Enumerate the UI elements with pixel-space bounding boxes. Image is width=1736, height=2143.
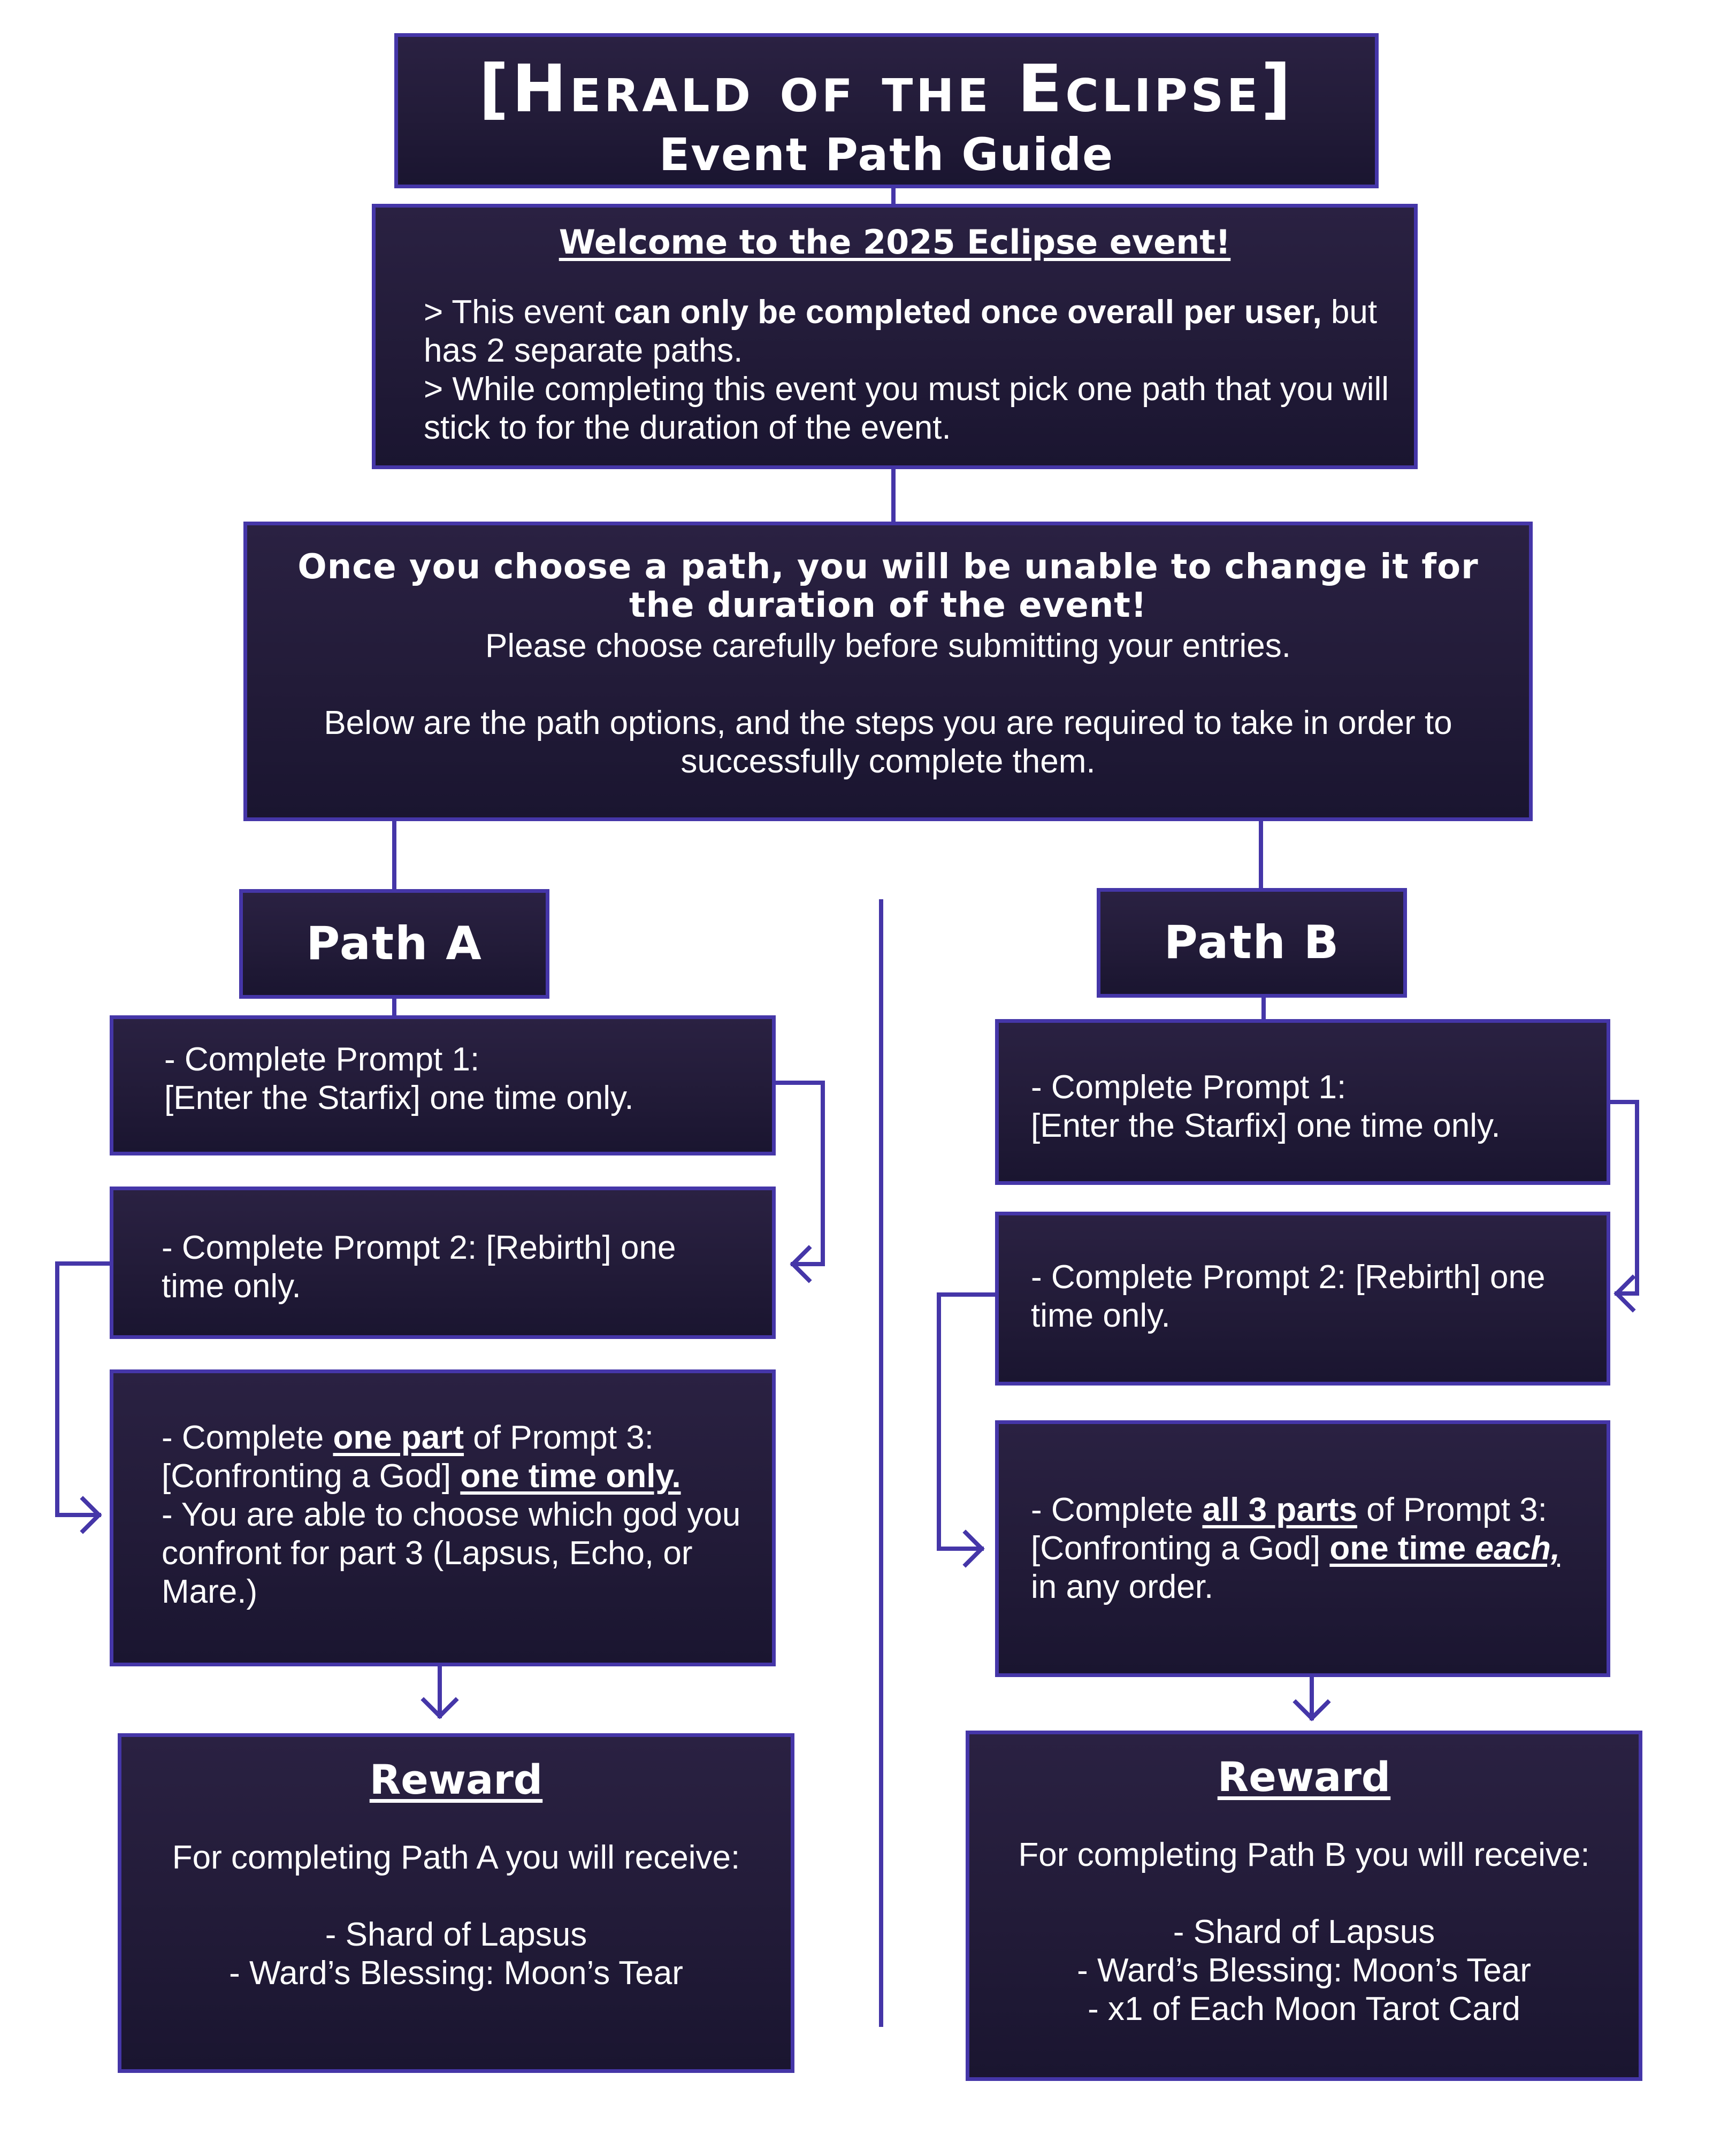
path-a-reward-item: - Ward’s Blessing: Moon’s Tear	[229, 1955, 683, 1992]
warning-line-2: Below are the path options, and the step…	[324, 705, 1452, 780]
path-a-reward-body: For completing Path A you will receive: …	[132, 1839, 780, 1993]
warning-box: Once you choose a path, you will be unab…	[243, 522, 1533, 821]
path-a-step-3-emphasis-2: one time only.	[460, 1458, 681, 1495]
path-b-step-2-text: - Complete Prompt 2: [Rebirth] one time …	[1031, 1259, 1546, 1334]
path-a-reward-box: Reward For completing Path A you will re…	[118, 1733, 794, 2073]
path-b-step-3-emphasis-1: all 3 parts	[1202, 1491, 1357, 1528]
path-a-step-1: - Complete Prompt 1: [Enter the Starfix]…	[110, 1015, 776, 1155]
arrowhead-b-step3	[962, 1529, 985, 1568]
page-title: [Herald of the Eclipse]	[479, 51, 1294, 127]
path-a-step-2: - Complete Prompt 2: [Rebirth] one time …	[110, 1187, 776, 1339]
title-box: [Herald of the Eclipse] Event Path Guide	[394, 33, 1379, 188]
arrowhead-a-step3	[80, 1496, 102, 1534]
path-b-title-box: Path B	[1097, 888, 1407, 998]
path-b-reward-item: - Shard of Lapsus	[1173, 1914, 1435, 1950]
welcome-line-2: > While completing this event you must p…	[424, 371, 1389, 446]
path-a-step-1-text: - Complete Prompt 1: [Enter the Starfix]…	[164, 1040, 751, 1118]
path-b-step-2: - Complete Prompt 2: [Rebirth] one time …	[995, 1212, 1610, 1386]
warning-line-1: Please choose carefully before submittin…	[485, 627, 1291, 664]
path-a-step-3-middle: of Prompt 3: [Confronting a God]	[162, 1419, 654, 1495]
path-b-step-3-suffix: in any order.	[1031, 1568, 1214, 1605]
path-b-reward-intro: For completing Path B you will receive:	[1018, 1836, 1590, 1873]
path-b-reward-box: Reward For completing Path B you will re…	[966, 1731, 1642, 2081]
arrowhead-b-reward	[1293, 1699, 1331, 1721]
path-a-reward-intro: For completing Path A you will receive:	[172, 1839, 740, 1876]
path-a-title-box: Path A	[239, 889, 549, 999]
path-b-reward-item: - Ward’s Blessing: Moon’s Tear	[1077, 1952, 1531, 1989]
path-b-step-3-emphasis-3: each,	[1475, 1530, 1561, 1567]
path-a-reward-item: - Shard of Lapsus	[325, 1916, 587, 1953]
path-b-step-1-text: - Complete Prompt 1: [Enter the Starfix]…	[1031, 1068, 1585, 1145]
path-a-step-3: - Complete one part of Prompt 3: [Confro…	[110, 1369, 776, 1666]
arrowhead-b-step2	[1613, 1274, 1636, 1313]
path-a-step-3-line-1: - Complete one part of Prompt 3: [Confro…	[162, 1419, 751, 1496]
page-subtitle: Event Path Guide	[659, 128, 1114, 181]
path-b-step-3-middle: of Prompt 3: [Confronting a God]	[1031, 1491, 1547, 1567]
path-b-reward-body: For completing Path B you will receive: …	[980, 1836, 1628, 2029]
path-b-step-3-text: - Complete all 3 parts of Prompt 3: [Con…	[1031, 1491, 1585, 1606]
arrow-a-step1-step2	[774, 1081, 825, 1266]
path-a-step-2-text: - Complete Prompt 2: [Rebirth] one time …	[162, 1229, 676, 1305]
path-b-reward-item: - x1 of Each Moon Tarot Card	[1088, 1991, 1520, 2027]
warning-body: Please choose carefully before submittin…	[279, 627, 1497, 781]
path-a-title: Path A	[306, 917, 483, 970]
path-b-step-3: - Complete all 3 parts of Prompt 3: [Con…	[995, 1420, 1610, 1677]
arrow-a-step2-step3	[55, 1261, 112, 1517]
arrow-b-step2-step3	[937, 1292, 997, 1551]
path-b-reward-heading: Reward	[1217, 1753, 1391, 1801]
welcome-box: Welcome to the 2025 Eclipse event! > Thi…	[372, 204, 1418, 469]
path-a-step-3-line-2: - You are able to choose which god you c…	[162, 1496, 741, 1610]
arrowhead-a-step2	[790, 1245, 812, 1283]
path-a-step-3-emphasis-1: one part	[333, 1419, 464, 1456]
welcome-line-1-prefix: > This event	[424, 294, 614, 331]
path-a-reward-heading: Reward	[369, 1756, 543, 1803]
path-b-step-3-emphasis-2: one time	[1329, 1530, 1475, 1567]
path-b-step-3-prefix: - Complete	[1031, 1491, 1203, 1528]
path-a-step-3-text: - Complete one part of Prompt 3: [Confro…	[162, 1419, 751, 1611]
path-a-step-1-line-1: - Complete Prompt 1:	[164, 1041, 480, 1078]
path-a-step-1-line-2: [Enter the Starfix] one time only.	[164, 1080, 634, 1116]
path-b-step-1-line-1: - Complete Prompt 1:	[1031, 1069, 1347, 1106]
path-a-step-3-prefix: - Complete	[162, 1419, 333, 1456]
welcome-line-1-suffix: but has 2 separate paths.	[424, 294, 1378, 369]
welcome-body: > This event can only be completed once …	[424, 293, 1393, 447]
path-b-title: Path B	[1164, 916, 1340, 969]
welcome-heading: Welcome to the 2025 Eclipse event!	[559, 223, 1231, 262]
arrowhead-a-reward	[420, 1697, 459, 1719]
warning-bold-text: Once you choose a path, you will be unab…	[297, 547, 1479, 625]
arrow-b-step1-step2	[1608, 1100, 1639, 1296]
welcome-line-1: > This event can only be completed once …	[424, 293, 1393, 370]
path-b-step-1: - Complete Prompt 1: [Enter the Starfix]…	[995, 1019, 1610, 1185]
path-b-step-1-line-2: [Enter the Starfix] one time only.	[1031, 1107, 1501, 1144]
welcome-line-1-bold: can only be completed once overall per u…	[614, 294, 1322, 331]
